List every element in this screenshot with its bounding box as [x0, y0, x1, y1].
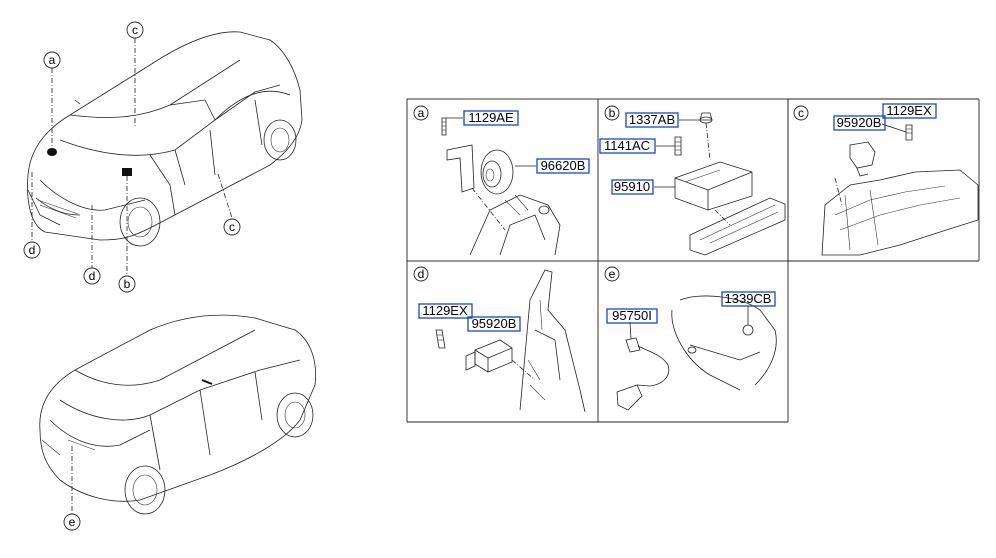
callout-d-right-label: d	[89, 269, 96, 283]
part-number-1337AB[interactable]: 1337AB	[629, 112, 675, 127]
part-number-96620B[interactable]: 96620B	[541, 158, 586, 173]
part-box-1339CB[interactable]	[721, 291, 776, 307]
panel-a: a 1129AE 96620B	[413, 105, 590, 256]
front-car-callouts: a c d d b c	[23, 21, 241, 293]
callout-b-label: b	[124, 277, 131, 291]
part-number-95750I[interactable]: 95750I	[612, 308, 652, 323]
part-box-1129EX-c[interactable]	[882, 103, 937, 119]
panel-d: d 1129EX 95920B	[413, 266, 586, 413]
part-box-1129AE[interactable]	[463, 110, 519, 126]
side-sensor-drawing-d	[435, 269, 586, 413]
part-number-1141AC[interactable]: 1141AC	[604, 138, 650, 153]
horn-bracket-drawing	[441, 117, 561, 256]
panel-c-letter: c	[798, 106, 804, 120]
callout-c-side	[223, 218, 241, 236]
part-box-95750I[interactable]	[606, 308, 658, 324]
callout-d-left	[23, 241, 41, 259]
panel-e: e 95750I 1339CB	[604, 266, 777, 411]
callout-e-label: e	[69, 515, 76, 529]
front-car-drawing	[27, 31, 303, 247]
callout-a-label: a	[49, 53, 56, 67]
callout-d-left-label: d	[29, 243, 36, 257]
part-box-96620B[interactable]	[536, 158, 590, 174]
part-box-95920B-d[interactable]	[467, 316, 521, 332]
callout-a	[43, 51, 61, 69]
part-number-1339CB[interactable]: 1339CB	[725, 291, 772, 306]
callout-d-right	[83, 267, 101, 285]
part-box-1337AB[interactable]	[625, 112, 679, 128]
panel-a-letter: a	[418, 106, 425, 120]
panel-e-letter: e	[609, 267, 616, 281]
part-number-95910[interactable]: 95910	[614, 179, 650, 194]
rear-car-callouts: e	[63, 446, 81, 531]
part-box-1129EX-d[interactable]	[418, 303, 473, 319]
part-box-95910[interactable]	[611, 179, 654, 195]
part-number-1129EX-c[interactable]: 1129EX	[886, 103, 932, 118]
airbag-module-drawing	[674, 112, 786, 256]
panel-c: c 1129EX 95920B	[793, 103, 979, 256]
panel-grid	[406, 98, 980, 423]
part-number-95920B-c[interactable]: 95920B	[837, 115, 882, 130]
part-number-1129EX-d[interactable]: 1129EX	[422, 303, 468, 318]
callout-e	[63, 513, 81, 531]
part-box-95920B-c[interactable]	[833, 115, 886, 131]
callout-b	[118, 275, 136, 293]
callout-c-top	[126, 21, 144, 39]
callout-c-top-label: c	[132, 23, 138, 37]
part-box-1141AC[interactable]	[599, 138, 656, 154]
panel-d-letter: d	[418, 267, 425, 281]
rear-car-drawing	[39, 314, 316, 515]
callout-c-side-label: c	[229, 220, 235, 234]
side-sensor-drawing-c	[821, 124, 979, 256]
part-number-95920B-d[interactable]: 95920B	[472, 316, 517, 331]
rear-sensor-drawing	[616, 295, 777, 411]
panel-b-letter: b	[609, 106, 616, 120]
panel-b: b 1337AB 1141AC 95910	[599, 105, 786, 256]
part-number-1129AE[interactable]: 1129AE	[468, 110, 514, 125]
